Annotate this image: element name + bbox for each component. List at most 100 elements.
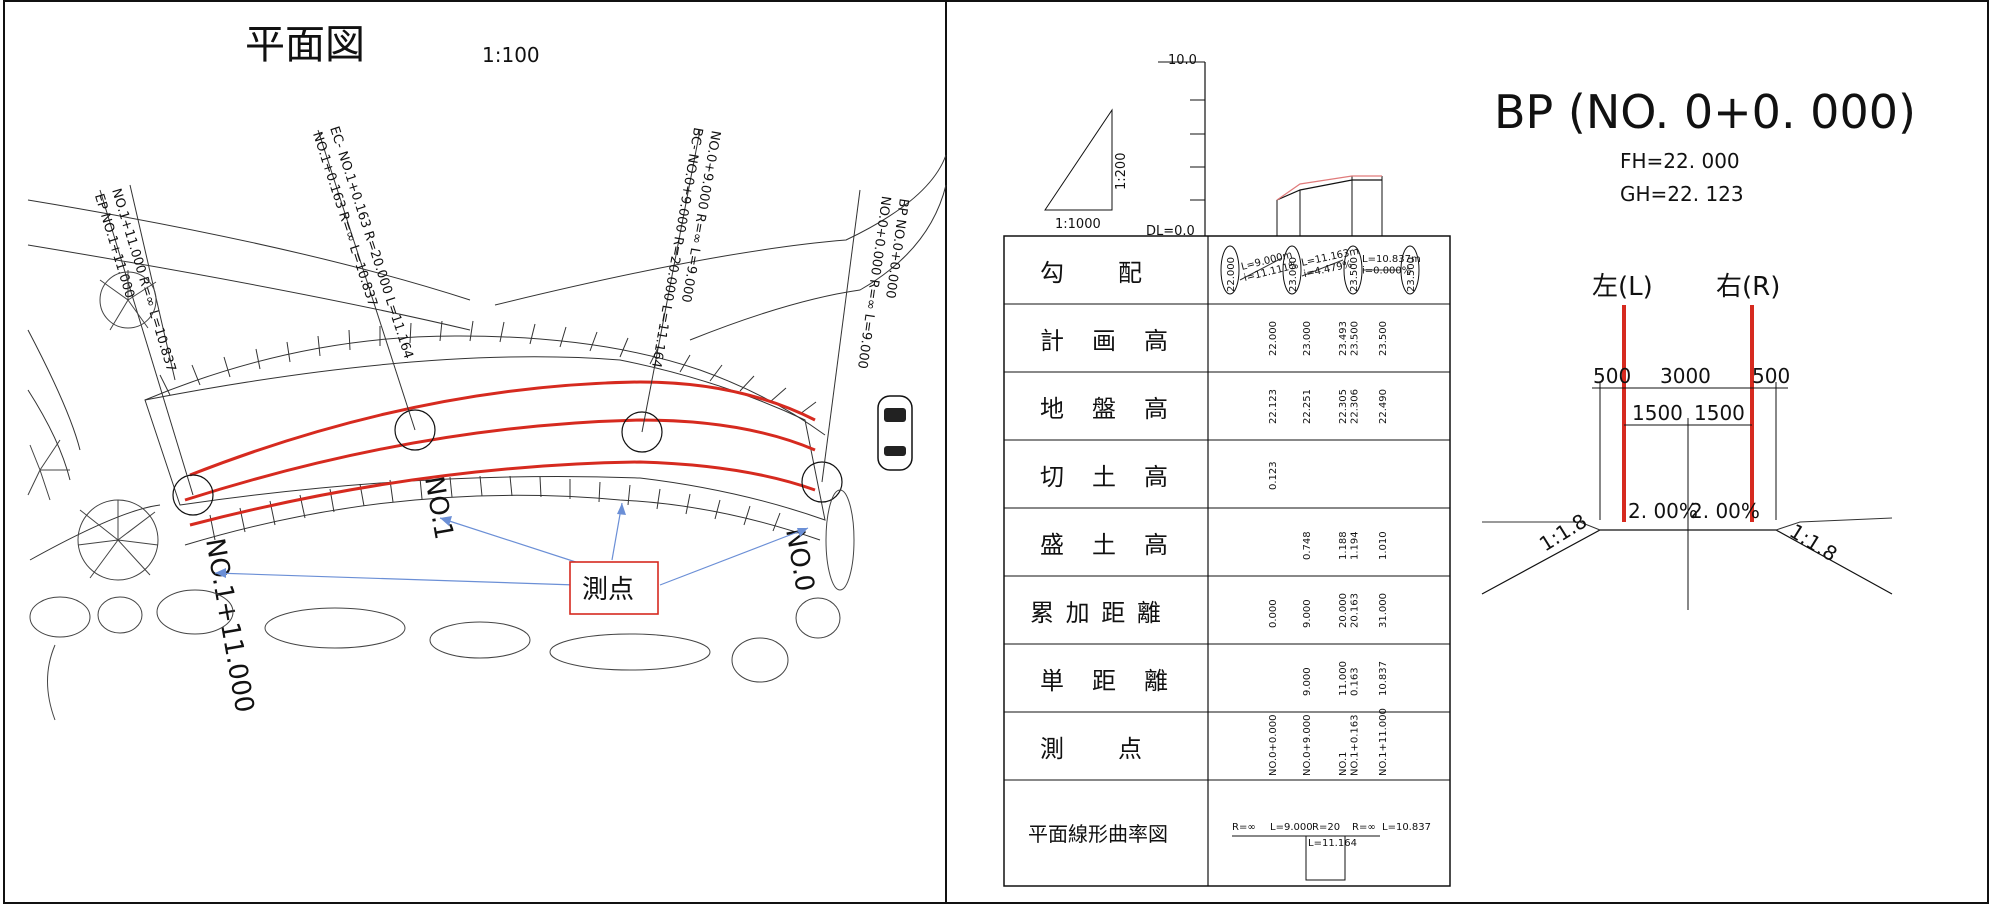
shrub-icon — [29, 489, 855, 721]
dimension-lines — [1592, 382, 1788, 610]
plan-title: 平面図 — [245, 22, 365, 68]
station-label-no1: NO.1 — [418, 474, 459, 542]
value-cell: 31.000 — [1378, 593, 1389, 628]
slope-hatching-lower — [184, 475, 821, 546]
plan-scale: 1:100 — [482, 43, 540, 67]
curvature-len3: L=10.837 — [1382, 822, 1431, 833]
value-cell: 0.123 — [1268, 461, 1279, 490]
profile-table — [1003, 235, 1451, 887]
scale-triangle — [1044, 108, 1113, 211]
ground-line-right — [1775, 517, 1893, 531]
value-cell: NO.1+11.000 — [1378, 708, 1389, 776]
value-cell: 1.1881.194 — [1338, 531, 1361, 560]
row-label-gradient: 勾 配 — [1040, 259, 1144, 287]
road-edge-left-line — [189, 380, 816, 477]
station-circle-bp — [801, 461, 843, 503]
crossfall-right: 2. 00% — [1690, 499, 1760, 523]
leader-bp — [821, 189, 861, 483]
plan-view: 平面図 1:100 — [27, 22, 947, 721]
section-title: BP (NO. 0+0. 000) — [1494, 85, 1916, 139]
gradient-row: 22.000 23.000 23.500 23.500 L=9.000mi=11… — [1220, 245, 1421, 295]
cumulative-distance-values: 0.000 9.000 20.00020.163 31.000 — [1268, 593, 1389, 628]
road-footprint — [144, 356, 826, 521]
profile-section: 10.0 DL=0.0 1:1000 1:200 勾 配 — [1003, 53, 1451, 887]
leader-text-bc: NO.0+9.000 R=∞ L=9.000 BC- NO.0+9.000 R=… — [648, 126, 723, 369]
value-cell: NO.1NO.1+0.163 — [1338, 715, 1361, 777]
value-cell: 10.837 — [1378, 661, 1389, 696]
single-distance-values: 9.000 11.0000.163 10.837 — [1302, 661, 1389, 696]
station-values: NO.0+0.000 NO.0+9.000 NO.1NO.1+0.163 NO.… — [1268, 708, 1389, 776]
grade-circle-1: 22.000 — [1226, 257, 1237, 292]
road-edge-lower — [27, 244, 471, 331]
station-circle-ep — [172, 474, 214, 516]
dim-right-half: 1500 — [1694, 401, 1745, 425]
value-cell: 11.0000.163 — [1338, 661, 1361, 696]
station-label-ep: NO.1+11.000 — [199, 536, 259, 715]
scale-horizontal: 1:1000 — [1055, 217, 1101, 232]
curvature-diagram: R=∞ L=9.000 R=20 R=∞ L=10.837 L=11.164 — [1232, 822, 1431, 881]
tree-icon — [27, 439, 70, 501]
value-cell: 0.748 — [1302, 531, 1313, 560]
value-cell: 22.123 — [1268, 389, 1279, 424]
row-label-cut-height: 切 土 高 — [1040, 463, 1170, 491]
value-cell: NO.0+9.000 — [1302, 715, 1313, 777]
value-cell: 20.00020.163 — [1338, 593, 1361, 628]
cross-section: BP (NO. 0+0. 000) FH=22. 000 GH=22. 123 … — [1481, 85, 1916, 610]
crossfall-left: 2. 00% — [1628, 499, 1698, 523]
leader-text-ec: EC- NO.1+0.163 R=20.000 L=11.164 NO.1+0.… — [309, 125, 416, 361]
section-right-label: 右(R) — [1716, 272, 1780, 302]
value-cell: 9.000 — [1302, 667, 1313, 696]
curvature-seg3: R=∞ — [1352, 822, 1376, 833]
plan-height-values: 22.000 23.000 23.49323.500 23.500 — [1268, 321, 1389, 356]
road-center-line — [184, 418, 816, 502]
road-surface — [1481, 529, 1893, 595]
value-cell: 9.000 — [1302, 599, 1313, 628]
value-cell: 22.30522.306 — [1338, 389, 1361, 424]
section-fh: FH=22. 000 — [1620, 149, 1740, 173]
curvature-seg2: R=20 — [1312, 822, 1340, 833]
section-left-label: 左(L) — [1592, 272, 1653, 302]
dim-left-shoulder: 500 — [1593, 364, 1631, 388]
ground-height-values: 22.123 22.251 22.30522.306 22.490 — [1268, 389, 1389, 424]
value-cell: 0.000 — [1268, 599, 1279, 628]
row-label-cumulative-distance: 累 加 距 離 — [1030, 599, 1163, 627]
tree-icon — [99, 270, 157, 331]
slope-right: 1:1.8 — [1785, 519, 1841, 567]
row-label-single-distance: 単 距 離 — [1040, 667, 1170, 695]
value-cell: 22.490 — [1378, 389, 1389, 424]
row-label-curvature: 平面線形曲率図 — [1028, 822, 1168, 846]
curvature-seg1: R=∞ — [1232, 822, 1256, 833]
section-gh: GH=22. 123 — [1620, 182, 1744, 206]
dim-right-shoulder: 500 — [1752, 364, 1790, 388]
value-cell: NO.0+0.000 — [1268, 715, 1279, 777]
station-circle-bc — [621, 411, 663, 453]
dim-road-width: 3000 — [1660, 364, 1711, 388]
sheet-border — [3, 0, 1989, 904]
profile-top-tick: 10.0 — [1168, 53, 1197, 68]
grade-circle-2: 23.000 — [1288, 257, 1299, 292]
station-circle-ec — [394, 409, 436, 451]
row-label-fill-height: 盛 土 高 — [1040, 531, 1170, 559]
road-edge-right-line — [189, 460, 816, 527]
curvature-len1: L=9.000 — [1270, 822, 1313, 833]
fill-height-values: 0.748 1.1881.194 1.010 — [1302, 531, 1389, 560]
cut-height-values: 0.123 — [1268, 461, 1279, 490]
value-cell: 22.000 — [1268, 321, 1279, 356]
car-icon — [877, 395, 913, 471]
plan-line — [1276, 175, 1382, 201]
slope-hatching-upper — [144, 320, 826, 436]
ground-line-left — [1482, 521, 1601, 531]
row-label-plan-height: 計 画 高 — [1040, 327, 1170, 355]
leader-text-bp: BP NO.0+0.000 NO.0+0.000 R=∞ L=9.000 — [854, 195, 911, 370]
value-cell: 22.251 — [1302, 389, 1313, 424]
slope-left: 1:1.8 — [1535, 509, 1591, 557]
road-edge-upper — [27, 199, 471, 301]
value-cell: 23.500 — [1378, 321, 1389, 356]
curvature-len2: L=11.164 — [1308, 838, 1357, 849]
row-label-station: 測 点 — [1040, 735, 1144, 763]
scale-vertical: 1:200 — [1114, 153, 1129, 190]
callout-box — [569, 561, 659, 615]
value-cell: 1.010 — [1378, 531, 1389, 560]
callout-arrows — [214, 502, 809, 586]
